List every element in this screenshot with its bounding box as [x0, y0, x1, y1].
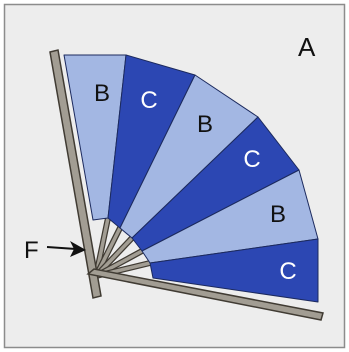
corner-label: A: [298, 32, 316, 62]
panel-label-1: B: [94, 80, 110, 107]
panel-label-5: B: [270, 201, 286, 228]
panel-label-4: C: [243, 146, 260, 173]
pointer-label: F: [24, 237, 39, 264]
panel-label-6: C: [279, 258, 296, 285]
pointer-arrow-icon: [46, 241, 86, 257]
panel-label-2: C: [140, 87, 157, 114]
fan-panel-6: [149, 238, 319, 303]
fan-panels: [63, 54, 319, 303]
panel-label-3: B: [197, 111, 213, 138]
left-guard-stick: [49, 49, 102, 299]
bottom-guard-stick: [86, 268, 324, 321]
